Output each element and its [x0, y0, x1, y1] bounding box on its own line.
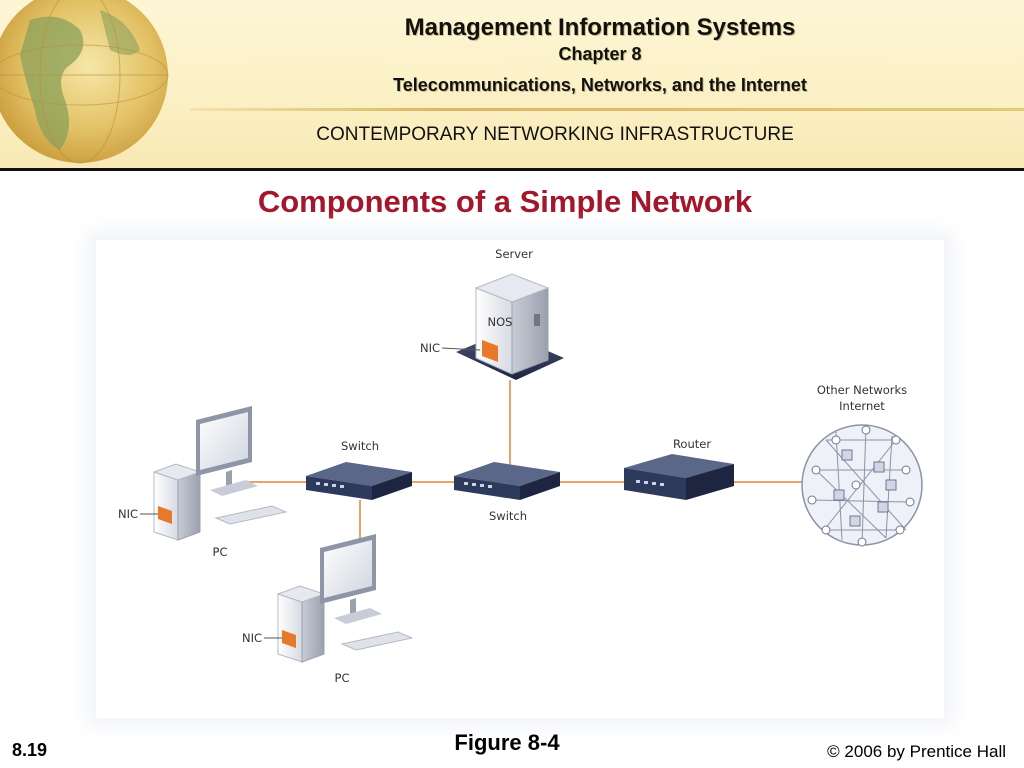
pc2-nic-label: NIC: [242, 631, 262, 645]
header-divider: [190, 108, 1024, 111]
switch-center: Switch: [454, 462, 560, 523]
internet-network: Other Networks Internet: [801, 383, 923, 547]
pc2-keyboard: [340, 631, 414, 651]
section-heading: CONTEMPORARY NETWORKING INFRASTRUCTURE: [316, 124, 794, 145]
pc-2: NIC PC: [242, 534, 414, 685]
pc1-nic-label: NIC: [118, 507, 138, 521]
network-diagram-canvas: Server NOS NIC Switch Switch: [118, 247, 923, 685]
globe-icon: [0, 0, 169, 164]
server: Server NOS NIC: [420, 247, 564, 380]
copyright-notice: © 2006 by Prentice Hall: [827, 742, 1006, 761]
switch-left-label: Switch: [341, 439, 379, 453]
slide-number: 8.19: [12, 740, 48, 760]
pc-1: NIC PC: [118, 406, 288, 559]
pc2-label: PC: [335, 671, 350, 685]
nos-label: NOS: [488, 315, 513, 329]
course-title: Management Information Systems: [404, 14, 796, 41]
server-label: Server: [495, 247, 533, 261]
router-label: Router: [673, 437, 711, 451]
figure-caption: Figure 8-4: [454, 730, 560, 755]
slide-title: Components of a Simple Network: [257, 184, 753, 219]
pc1-nic-card: [158, 506, 172, 524]
router: Router: [624, 437, 734, 500]
server-nic-label: NIC: [420, 341, 440, 355]
pc2-nic-card: [282, 630, 296, 648]
pc1-keyboard: [214, 505, 288, 525]
switch-left: Switch: [306, 439, 412, 500]
header-bottom-rule: [0, 168, 1024, 171]
chapter-subtitle: Telecommunications, Networks, and the In…: [393, 75, 807, 95]
server-nic-card: [482, 340, 498, 362]
switch-center-label: Switch: [489, 509, 527, 523]
internet-label: Internet: [839, 399, 885, 413]
other-networks-label: Other Networks: [817, 383, 907, 397]
pc1-label: PC: [213, 545, 228, 559]
chapter-label: Chapter 8: [558, 44, 642, 64]
slide-header: Management Information Systems Chapter 8…: [0, 0, 1024, 168]
network-diagram: Server NOS NIC Switch Switch: [96, 240, 944, 718]
